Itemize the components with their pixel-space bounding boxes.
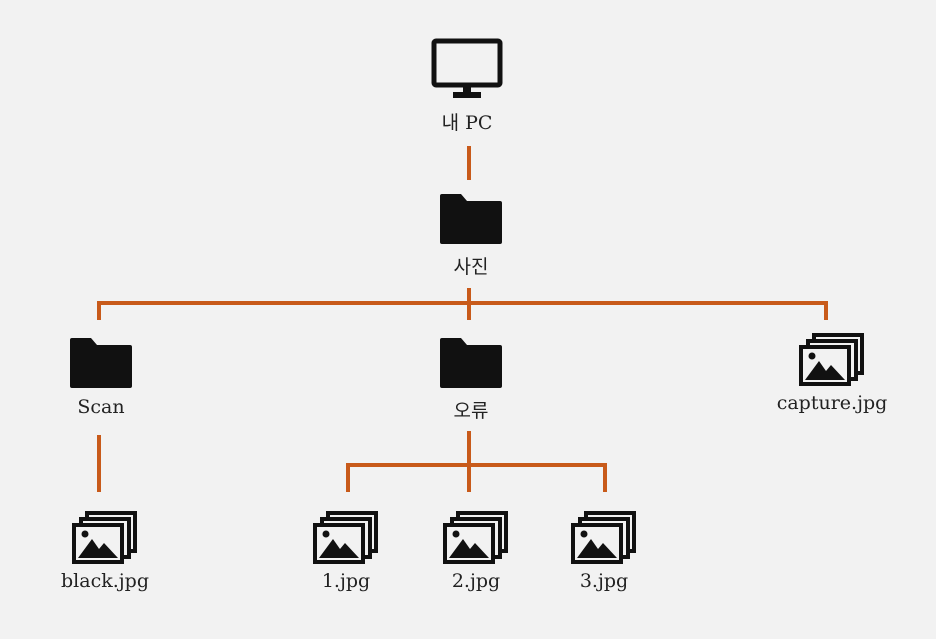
monitor-icon [431,38,503,98]
node-label: 내 PC [441,112,493,134]
folder-icon [440,338,502,388]
folder-icon [440,194,502,244]
connectors [97,146,828,492]
node-black-file[interactable]: black.jpg [25,510,185,592]
node-label: black.jpg [61,570,149,592]
folder-icon [70,338,132,388]
node-label: 사진 [453,256,489,278]
node-label: 오류 [453,400,489,422]
node-3jpg-file[interactable]: 3.jpg [524,510,684,592]
node-label: capture.jpg [776,392,888,414]
image-stack-icon [72,511,137,564]
image-stack-icon [313,511,378,564]
node-capture-file[interactable]: capture.jpg [752,332,912,414]
node-label: Scan [77,396,125,418]
node-error-folder[interactable]: 오류 [391,336,551,423]
node-label: 3.jpg [579,570,629,592]
node-2jpg-file[interactable]: 2.jpg [396,510,556,592]
image-stack-icon [799,333,864,386]
image-stack-icon [571,511,636,564]
node-label: 2.jpg [451,570,501,592]
node-pc[interactable]: 내 PC [387,38,547,135]
node-label: 1.jpg [321,570,371,592]
node-1jpg-file[interactable]: 1.jpg [266,510,426,592]
image-stack-icon [443,511,508,564]
node-photos-folder[interactable]: 사진 [391,192,551,279]
node-scan-folder[interactable]: Scan [21,336,181,418]
